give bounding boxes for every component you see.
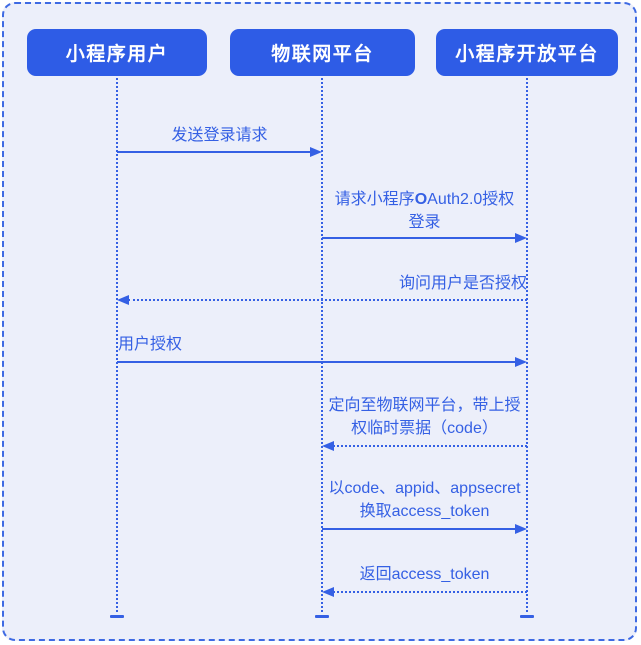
message-6-label: 以code、appid、appsecret 换取access_token: [315, 477, 534, 523]
message-6-line-1: 以code、appid、appsecret: [328, 480, 521, 497]
arrow-shaft: [117, 150, 311, 154]
arrow-shaft: [322, 236, 516, 240]
message-5-line-2: 权临时票据（code）: [351, 420, 498, 437]
arrowhead-right-icon: [515, 356, 527, 367]
actor-label: 小程序开放平台: [455, 44, 599, 65]
arrow-shaft: [128, 298, 527, 301]
message-6-line-2: 换取access_token: [359, 503, 490, 520]
actor-label: 小程序用户: [65, 44, 169, 65]
message-2-line-1: 请求小程序OAuth2.0授权: [334, 191, 515, 208]
arrowhead-right-icon: [310, 146, 322, 157]
message-1-label: 发送登录请求: [171, 127, 268, 144]
lifeline-end-tick: [520, 615, 534, 618]
arrowhead-left-icon: [322, 586, 334, 597]
arrowhead-left-icon: [322, 440, 334, 451]
arrow-shaft: [333, 444, 527, 447]
message-2-label: 请求小程序OAuth2.0授权 登录: [318, 188, 531, 234]
actor-mini-program-open-platform: 小程序开放平台: [436, 29, 618, 76]
message-5-line-1: 定向至物联网平台，带上授: [328, 397, 521, 414]
actor-iot-platform: 物联网平台: [230, 29, 415, 76]
arrow-shaft: [117, 360, 516, 364]
message-4-label: 用户授权: [118, 336, 183, 353]
actor-label: 物联网平台: [271, 44, 374, 65]
message-7-label: 返回access_token: [359, 566, 490, 583]
lifeline-end-tick: [315, 615, 329, 618]
lifeline-end-tick: [110, 615, 124, 618]
arrowhead-right-icon: [515, 523, 527, 534]
message-5-label: 定向至物联网平台，带上授 权临时票据（code）: [318, 394, 531, 440]
actor-mini-program-user: 小程序用户: [27, 29, 207, 76]
arrow-shaft: [333, 590, 527, 593]
lifeline-mini-program-user: [115, 78, 118, 612]
message-2-line-2: 登录: [408, 214, 441, 231]
arrowhead-left-icon: [117, 294, 129, 305]
lifeline-mini-program-open-platform: [525, 78, 528, 612]
lifeline-iot-platform: [320, 78, 323, 612]
arrowhead-right-icon: [515, 232, 527, 243]
arrow-shaft: [322, 527, 516, 531]
message-3-label: 询问用户是否授权: [398, 275, 527, 292]
